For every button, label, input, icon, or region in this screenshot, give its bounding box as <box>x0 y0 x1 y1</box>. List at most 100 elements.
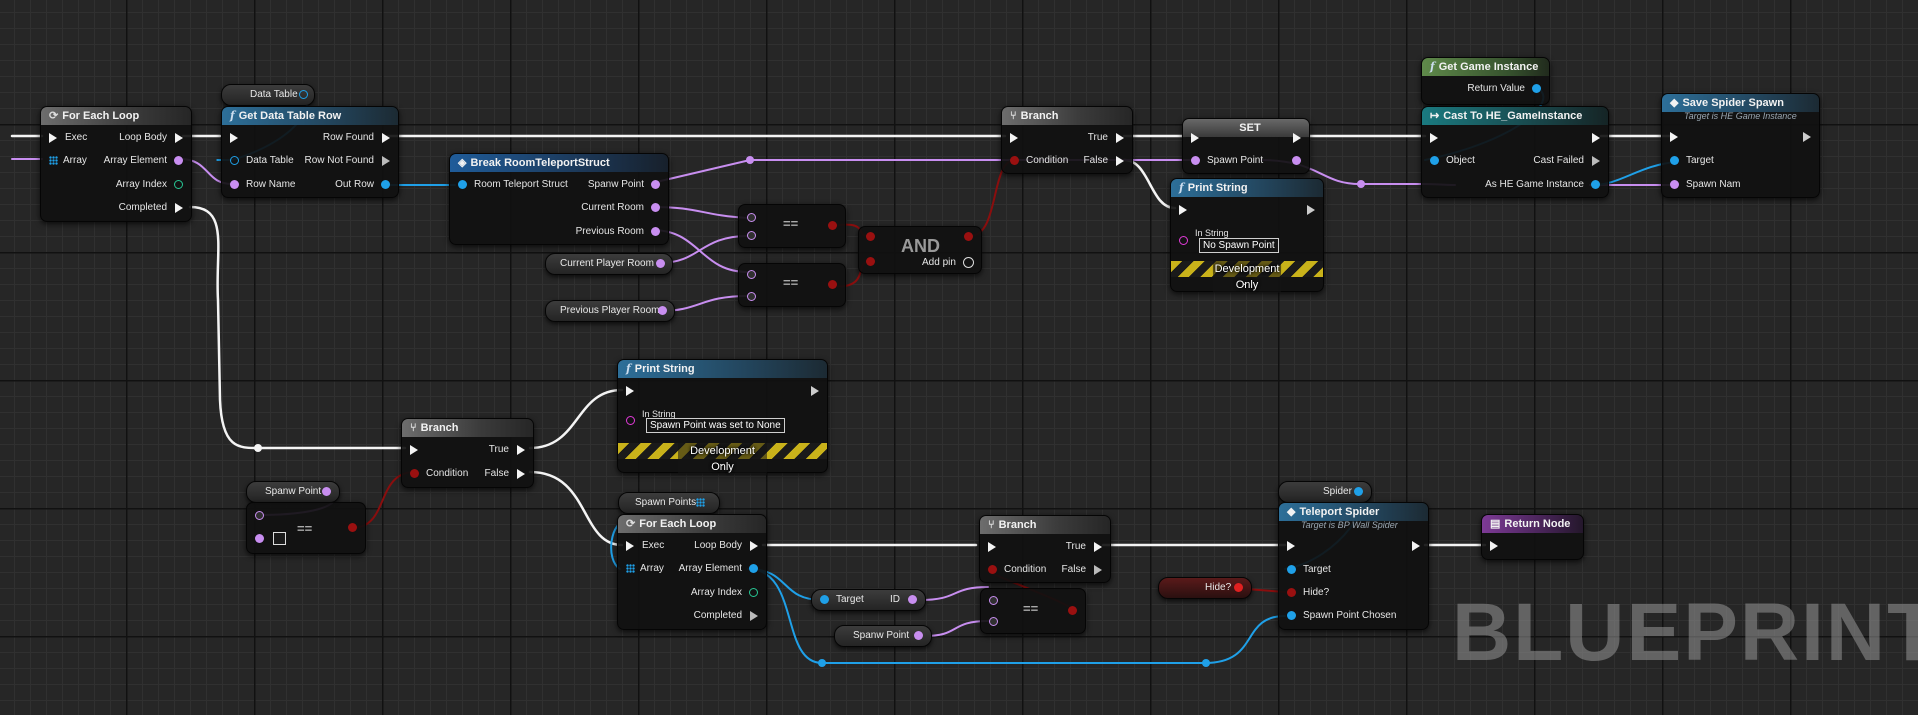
for-each-loop-node[interactable]: ⟳For Each Loop Exec Array Loop Body Arra… <box>40 106 192 222</box>
exec-out-false[interactable] <box>517 469 525 479</box>
node-header[interactable]: ⑂Branch <box>402 419 533 437</box>
and-a-pin[interactable] <box>866 232 875 241</box>
expand-chevron-icon[interactable]: ⌄ <box>718 458 726 468</box>
exec-out-loop-body[interactable] <box>750 541 758 551</box>
struct-in-pin[interactable] <box>458 180 467 189</box>
node-header[interactable]: ↦Cast To HE_GameInstance <box>1422 107 1608 125</box>
spawn-point-chosen-pin[interactable] <box>1287 611 1296 620</box>
exec-in-pin[interactable] <box>230 133 238 143</box>
array-index-pin[interactable] <box>749 588 758 597</box>
branch-node-1[interactable]: ⑂Branch Condition True False <box>1001 106 1133 174</box>
exec-in-pin[interactable] <box>1430 133 1438 143</box>
save-spider-spawn-node[interactable]: ◆Save Spider Spawn Target is HE Game Ins… <box>1661 93 1820 198</box>
equal-node-4[interactable]: == <box>980 588 1086 634</box>
return-node[interactable]: ▤Return Node <box>1481 514 1584 560</box>
exec-out-completed[interactable] <box>750 611 758 621</box>
branch-node-3[interactable]: ⑂Branch Condition True False <box>979 515 1111 583</box>
equal-result-pin[interactable] <box>828 280 837 289</box>
data-table-pin[interactable] <box>230 156 239 165</box>
condition-pin[interactable] <box>1010 156 1019 165</box>
return-value-pin[interactable] <box>1532 84 1541 93</box>
node-header[interactable]: ◆Save Spider Spawn <box>1662 94 1819 112</box>
hide-variable[interactable]: Hide? <box>1158 577 1252 599</box>
array-element-pin[interactable] <box>174 156 183 165</box>
equal-a-pin[interactable] <box>747 270 756 279</box>
target-pin[interactable] <box>1287 565 1296 574</box>
array-index-pin[interactable] <box>174 180 183 189</box>
in-string-input[interactable]: Spawn Point was set to None <box>646 418 785 433</box>
exec-out-completed[interactable] <box>175 203 183 213</box>
exec-out-true[interactable] <box>1094 542 1102 552</box>
exec-out-row-found[interactable] <box>382 133 390 143</box>
exec-in-pin[interactable] <box>1191 133 1199 143</box>
spanw-point-variable-2[interactable]: Spanw Point <box>834 625 932 647</box>
target-pin[interactable] <box>820 595 829 604</box>
spawn-point-in-pin[interactable] <box>1191 156 1200 165</box>
spider-variable[interactable]: Spider <box>1278 481 1372 503</box>
exec-in-pin[interactable] <box>626 386 634 396</box>
spider-out-pin[interactable] <box>1354 487 1363 496</box>
expand-chevron-icon[interactable]: ⌄ <box>1241 277 1249 287</box>
equal-b-pin[interactable] <box>255 534 264 543</box>
current-player-room-pin[interactable] <box>656 259 665 268</box>
spanw-point-out-pin[interactable] <box>322 487 331 496</box>
and-result-pin[interactable] <box>964 232 973 241</box>
exec-in-pin[interactable] <box>49 133 57 143</box>
exec-out-pin[interactable] <box>1412 541 1420 551</box>
node-header[interactable]: ▤Return Node <box>1482 515 1583 533</box>
equal-node-1[interactable]: == <box>738 204 846 248</box>
exec-out-loop-body[interactable] <box>175 133 183 143</box>
array-element-pin[interactable] <box>749 564 758 573</box>
exec-out-pin[interactable] <box>811 386 819 396</box>
exec-out-pin[interactable] <box>1293 133 1301 143</box>
exec-out-row-not-found[interactable] <box>382 156 390 166</box>
exec-in-pin[interactable] <box>1179 205 1187 215</box>
previous-player-room-pin[interactable] <box>658 306 667 315</box>
equal-result-pin[interactable] <box>828 221 837 230</box>
array-pin[interactable] <box>49 156 58 165</box>
equal-b-pin[interactable] <box>747 292 756 301</box>
data-table-out-pin[interactable] <box>299 90 308 99</box>
exec-in-pin[interactable] <box>626 541 634 551</box>
and-b-pin[interactable] <box>866 257 875 266</box>
object-pin[interactable] <box>1430 156 1439 165</box>
node-header[interactable]: ◈Break RoomTeleportStruct <box>450 154 668 172</box>
get-id-node[interactable]: Target ID <box>811 589 926 611</box>
node-header[interactable]: ⟳For Each Loop <box>618 515 766 533</box>
spawn-nam-pin[interactable] <box>1670 180 1679 189</box>
equal-b-pin[interactable] <box>989 617 998 626</box>
in-string-pin[interactable] <box>1179 236 1188 245</box>
node-header[interactable]: ⟳For Each Loop <box>41 107 191 125</box>
current-room-pin[interactable] <box>651 203 660 212</box>
exec-out-cast-failed[interactable] <box>1592 156 1600 166</box>
exec-in-pin[interactable] <box>1670 132 1678 142</box>
equal-a-pin[interactable] <box>255 511 264 520</box>
previous-room-pin[interactable] <box>651 227 660 236</box>
spawn-points-variable[interactable]: Spawn Points <box>618 492 720 514</box>
data-table-variable[interactable]: Data Table <box>221 84 315 106</box>
exec-out-false[interactable] <box>1094 565 1102 575</box>
current-player-room-variable[interactable]: Current Player Room <box>545 253 673 275</box>
out-row-pin[interactable] <box>381 180 390 189</box>
exec-out-true[interactable] <box>517 445 525 455</box>
node-header[interactable]: ◆Teleport Spider <box>1279 503 1428 521</box>
in-string-input[interactable]: No Spawn Point <box>1199 238 1279 253</box>
spanw-point-pin[interactable] <box>651 180 660 189</box>
spawn-point-out-pin[interactable] <box>1292 156 1301 165</box>
add-pin-icon[interactable] <box>963 257 974 268</box>
array-pin[interactable] <box>626 564 635 573</box>
in-string-pin[interactable] <box>626 416 635 425</box>
branch-node-2[interactable]: ⑂Branch Condition True False <box>401 418 534 488</box>
spanw-point-out-pin[interactable] <box>914 631 923 640</box>
exec-in-pin[interactable] <box>1010 133 1018 143</box>
previous-player-room-variable[interactable]: Previous Player Room <box>545 300 675 322</box>
none-checkbox[interactable] <box>273 532 286 545</box>
